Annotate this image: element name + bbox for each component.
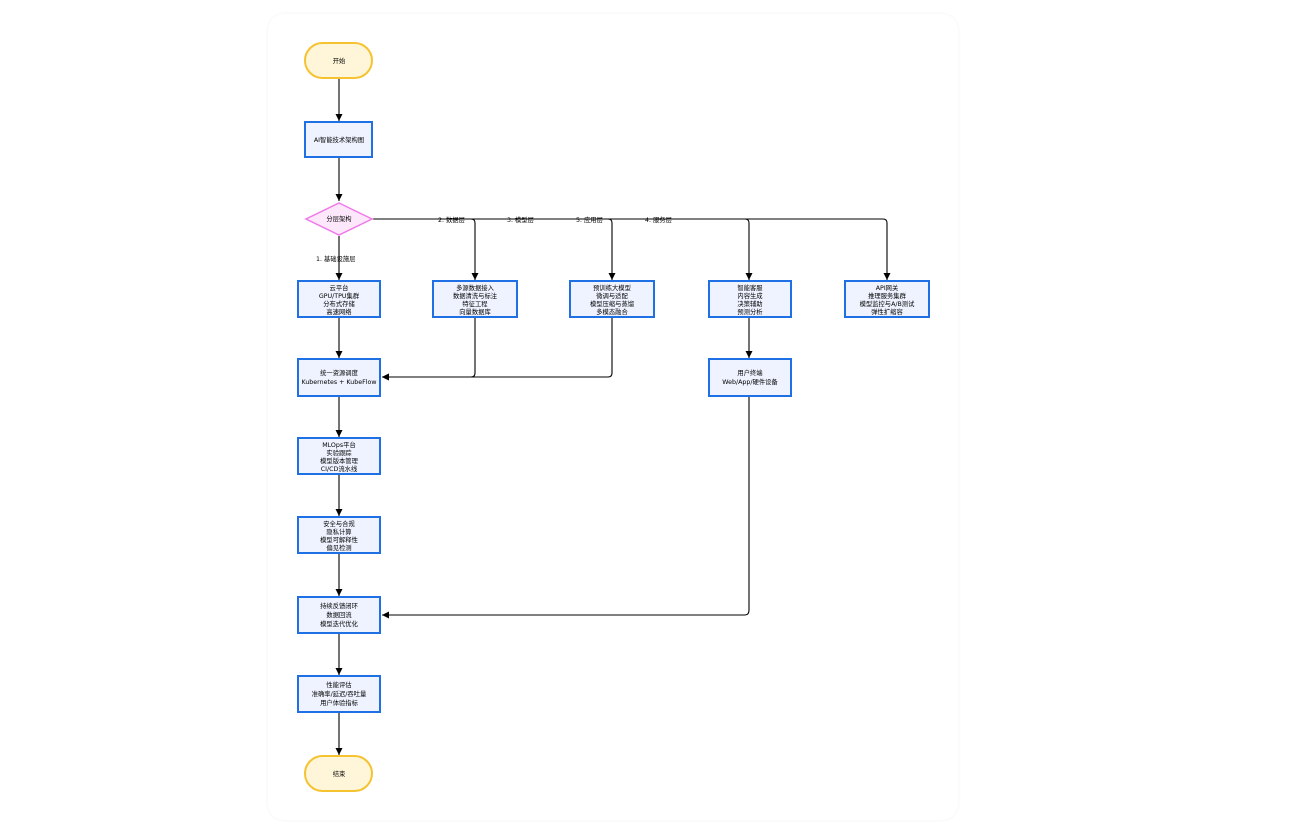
- node-eval-line1: 性能评估: [326, 680, 352, 689]
- node-mlops-line3: 模型版本管理: [320, 456, 358, 465]
- node-model-line4: 多模态融合: [596, 307, 628, 316]
- node-infra-line3: 分布式存储: [323, 299, 355, 308]
- node-app-line3: 决策辅助: [737, 299, 762, 308]
- node-eval-line2: 准确率/延迟/吞吐量: [312, 689, 367, 698]
- node-data-line2: 数据清洗与标注: [453, 291, 498, 300]
- node-mlops-line2: 实验跟踪: [326, 448, 352, 457]
- edge-data-schedule: [382, 317, 476, 381]
- node-data: 多源数据接入 数据清洗与标注 特征工程 向量数据库: [432, 280, 518, 318]
- node-split-label: 分层架构: [326, 214, 351, 223]
- node-data-line1: 多源数据接入: [456, 283, 494, 292]
- node-app-line4: 预测分析: [737, 307, 763, 316]
- node-app-line1: 智能客服: [737, 283, 763, 292]
- edge-split-data: [372, 218, 479, 280]
- node-feedback: 持续反馈闭环 数据回流 模型迭代优化: [297, 596, 381, 634]
- node-security-line4: 偏见检测: [326, 543, 351, 552]
- node-eval-line3: 用户体验指标: [320, 698, 358, 707]
- edge-split-service: [372, 218, 891, 280]
- node-start-label: 开始: [333, 56, 346, 65]
- node-split: 分层架构: [304, 202, 374, 236]
- node-model: 预训练大模型 微调与适配 模型压缩与蒸馏 多模态融合: [569, 280, 655, 318]
- edge-model-schedule: [382, 317, 613, 381]
- node-schedule: 统一资源调度 Kubernetes + KubeFlow: [297, 358, 381, 397]
- node-end-label: 结束: [333, 769, 346, 778]
- node-security-line1: 安全与合规: [323, 519, 355, 528]
- node-feedback-line3: 模型迭代优化: [320, 619, 358, 628]
- node-mlops: MLOps平台 实验跟踪 模型版本管理 CI/CD流水线: [297, 437, 381, 475]
- edge-labels: 1. 基础设施层 2. 数据层 3. 模型层 5. 应用层 4. 服务层: [316, 215, 672, 263]
- node-schedule-line2: Kubernetes + KubeFlow: [302, 379, 377, 386]
- node-terminal: 用户终端 Web/App/硬件设备: [708, 358, 792, 397]
- node-mlops-line1: MLOps平台: [322, 440, 356, 449]
- node-model-line3: 模型压缩与蒸馏: [590, 299, 634, 308]
- edge-label-data: 2. 数据层: [438, 215, 465, 224]
- edge-label-app: 5. 应用层: [576, 215, 603, 224]
- node-feedback-line1: 持续反馈闭环: [320, 601, 358, 610]
- node-service: API网关 推理服务集群 模型监控与A/B测试 弹性扩缩容: [844, 280, 930, 318]
- node-end: 结束: [304, 755, 373, 792]
- edge-label-service: 4. 服务层: [645, 215, 672, 224]
- node-service-line1: API网关: [876, 283, 899, 292]
- node-security-line2: 隐私计算: [326, 527, 351, 536]
- node-terminal-line2: Web/App/硬件设备: [722, 377, 778, 386]
- node-infra-line4: 高速网络: [326, 307, 352, 316]
- node-security-line3: 模型可解释性: [320, 535, 358, 544]
- node-data-line3: 特征工程: [462, 299, 488, 308]
- node-data-line4: 向量数据库: [459, 307, 490, 316]
- node-service-line4: 弹性扩缩容: [871, 307, 903, 316]
- edge-split-model: [372, 218, 616, 280]
- node-eval: 性能评估 准确率/延迟/吞吐量 用户体验指标: [297, 675, 381, 713]
- diagram-canvas: [268, 14, 958, 820]
- node-app-line2: 内容生成: [737, 291, 763, 300]
- node-mlops-line4: CI/CD流水线: [321, 464, 358, 473]
- node-model-line2: 微调与适配: [596, 291, 628, 300]
- node-start: 开始: [304, 42, 373, 79]
- node-model-line1: 预训练大模型: [593, 283, 631, 292]
- edge-terminal-feedback: [382, 396, 750, 619]
- edge-label-infra: 1. 基础设施层: [316, 254, 356, 263]
- node-security: 安全与合规 隐私计算 模型可解释性 偏见检测: [297, 516, 381, 554]
- node-infra-line1: 云平台: [330, 283, 349, 292]
- edges: [335, 79, 891, 755]
- edge-split-app: [372, 218, 753, 280]
- node-service-line2: 推理服务集群: [868, 291, 906, 300]
- node-arch-label: AI智能技术架构图: [314, 135, 364, 144]
- node-app: 智能客服 内容生成 决策辅助 预测分析: [708, 280, 792, 318]
- node-schedule-line1: 统一资源调度: [320, 368, 358, 377]
- edge-label-model: 3. 模型层: [507, 215, 534, 224]
- node-feedback-line2: 数据回流: [326, 610, 352, 619]
- node-infra: 云平台 GPU/TPU集群 分布式存储 高速网络: [297, 280, 381, 318]
- node-service-line3: 模型监控与A/B测试: [860, 299, 916, 308]
- node-infra-line2: GPU/TPU集群: [319, 291, 360, 300]
- node-arch: AI智能技术架构图: [304, 121, 373, 158]
- node-terminal-line1: 用户终端: [737, 368, 763, 377]
